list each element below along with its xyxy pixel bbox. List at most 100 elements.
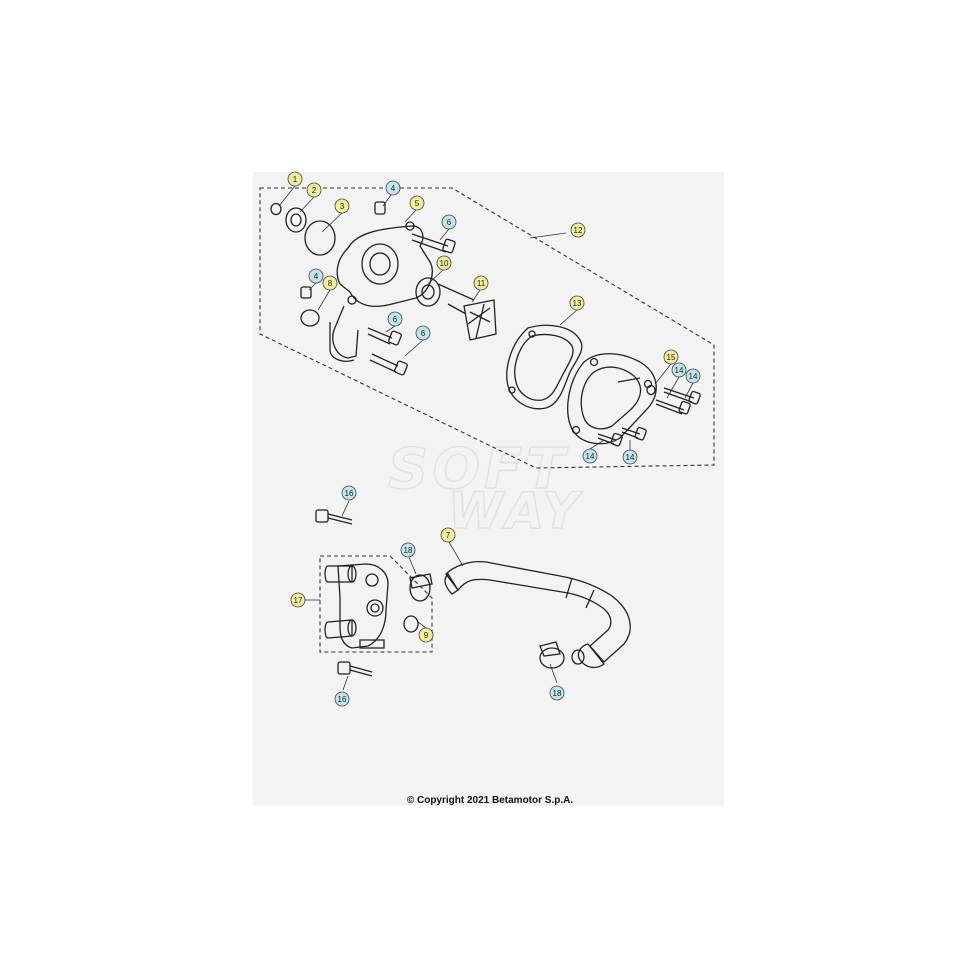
- callout: 1: [287, 171, 303, 187]
- callout-label: 8: [328, 279, 333, 288]
- watermark: SOFT WAY: [387, 436, 583, 541]
- callout: 9: [418, 627, 434, 643]
- callout-circle: [287, 171, 303, 187]
- thermostat-group-outline: [319, 555, 433, 653]
- small-o-ring-part: [403, 615, 419, 633]
- impeller-part: [447, 299, 497, 341]
- hose-clamp-part: [409, 573, 433, 602]
- gasket-part: [506, 324, 583, 410]
- flange-bolt-bottom-part: [337, 661, 373, 677]
- bolt-3-part: [369, 353, 408, 376]
- thermostat-housing-part: [324, 563, 389, 649]
- callout-label: 11: [477, 279, 486, 288]
- callout-circle: [671, 362, 687, 378]
- callout-circle: [582, 448, 598, 464]
- callout-label: 6: [393, 315, 398, 324]
- callout-label: 17: [294, 596, 303, 605]
- washer-part: [646, 384, 656, 396]
- cover-bolts-part: [597, 387, 701, 447]
- callout-circle: [290, 592, 306, 608]
- watermark-line-1: SOFT: [388, 437, 568, 502]
- callout: 3: [334, 198, 350, 214]
- hose-clamp-2-part: [539, 641, 585, 669]
- callout: 10: [436, 255, 452, 271]
- callout-label: 14: [626, 453, 635, 462]
- callout: 18: [400, 542, 416, 558]
- callout-label: 13: [573, 299, 582, 308]
- callout: 5: [409, 195, 425, 211]
- callout-label: 18: [404, 546, 413, 555]
- callout-circle: [473, 275, 489, 291]
- circlip-part: [270, 202, 282, 216]
- callout: 6: [387, 311, 403, 327]
- callout-label: 6: [447, 218, 452, 227]
- callout-label: 4: [314, 272, 319, 281]
- callout: 2: [306, 182, 322, 198]
- callout-label: 4: [391, 184, 396, 193]
- callout: 16: [341, 485, 357, 501]
- callout-circle: [409, 195, 425, 211]
- callout-circle: [570, 222, 586, 238]
- callout: 14: [582, 448, 598, 464]
- pump-cover-part: [567, 353, 657, 445]
- callout-circle: [387, 311, 403, 327]
- callout: 17: [290, 592, 306, 608]
- cooling-hose-parts: [315, 509, 631, 677]
- callout-circle: [308, 268, 324, 284]
- dowel-pin-2-part: [300, 286, 312, 299]
- callout-label: 2: [312, 186, 317, 195]
- callout-label: 5: [415, 199, 420, 208]
- callout-label: 6: [421, 329, 426, 338]
- callout-label: 3: [340, 202, 345, 211]
- callout-circle: [415, 325, 431, 341]
- flange-bolt-top-part: [315, 509, 353, 525]
- callouts: 1 2 3 4 5 6 10 11: [287, 171, 701, 707]
- o-ring-large-part: [304, 220, 336, 256]
- callout-circle: [622, 449, 638, 465]
- callout-circle: [400, 542, 416, 558]
- callout-circle: [418, 627, 434, 643]
- bearing-seal-part: [415, 277, 475, 307]
- callout-circle: [440, 527, 456, 543]
- watermark-line-2: WAY: [448, 482, 583, 540]
- callout-circle: [334, 198, 350, 214]
- callout-label: 16: [338, 695, 347, 704]
- callout: 13: [569, 295, 585, 311]
- bolt-2-part: [367, 327, 402, 346]
- callout: 12: [570, 222, 586, 238]
- callout-circle: [322, 275, 338, 291]
- callout-circle: [306, 182, 322, 198]
- callout-label: 9: [424, 631, 429, 640]
- callout-circle: [441, 214, 457, 230]
- callout-label: 12: [574, 226, 583, 235]
- callout: 8: [322, 275, 338, 291]
- callout: 14: [622, 449, 638, 465]
- pump-cover-housing-part: [329, 221, 433, 362]
- callout-label: 15: [667, 353, 676, 362]
- bolt-part: [411, 233, 456, 254]
- callout: 16: [334, 691, 350, 707]
- water-pump-group-outline: [259, 187, 715, 469]
- coolant-hose-part: [444, 560, 631, 669]
- callout: 6: [415, 325, 431, 341]
- callout-circle: [549, 685, 565, 701]
- callout: 15: [663, 349, 679, 365]
- callout-circle: [385, 180, 401, 196]
- callout-label: 16: [345, 489, 354, 498]
- callout: 11: [473, 275, 489, 291]
- callout-label: 18: [553, 689, 562, 698]
- dowel-pin-part: [374, 201, 386, 215]
- callout-circle: [569, 295, 585, 311]
- callout: 14: [671, 362, 687, 378]
- o-ring-small-part: [300, 309, 320, 327]
- callout-label: 7: [446, 531, 451, 540]
- callout-label: 1: [293, 175, 298, 184]
- callout-circle: [436, 255, 452, 271]
- callout-circle: [685, 368, 701, 384]
- water-pump-parts: [270, 201, 701, 447]
- callout-label: 14: [586, 452, 595, 461]
- callout-circle: [663, 349, 679, 365]
- callout: 18: [549, 685, 565, 701]
- callout: 4: [308, 268, 324, 284]
